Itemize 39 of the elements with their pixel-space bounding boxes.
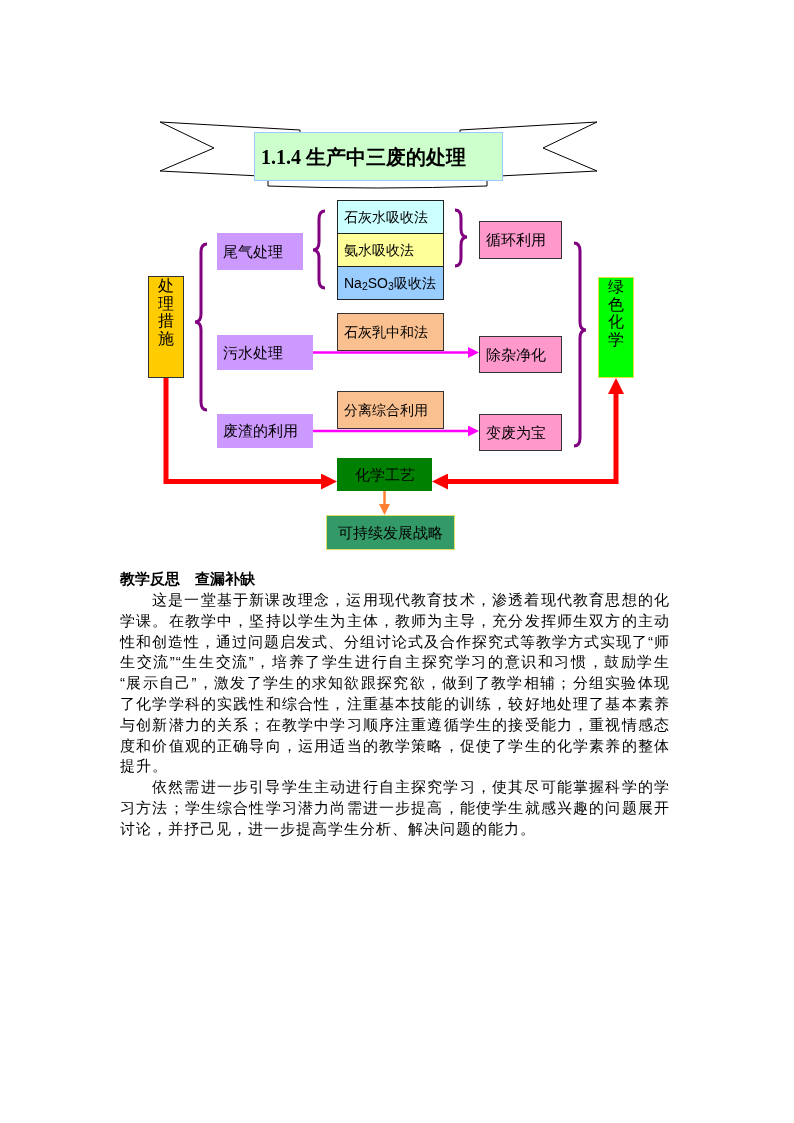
box-label: 石灰水吸收法 (344, 208, 428, 226)
result-box (479, 336, 562, 373)
category-box (217, 414, 313, 448)
section-heading: 教学反思 查漏补缺 (120, 569, 256, 589)
box-label: 污水处理 (223, 343, 283, 362)
box-label: 处理措施 (158, 277, 174, 348)
arrow (313, 347, 479, 358)
result-box (479, 414, 562, 451)
box-label: 变废为宝 (486, 423, 546, 442)
diagram-title: 1.1.4 生产中三废的处理 (254, 132, 503, 181)
category-box (217, 335, 313, 370)
method-box (337, 313, 444, 351)
box-label: 石灰乳中和法 (344, 323, 428, 341)
box-label: 废渣的利用 (223, 422, 298, 440)
goal-box (598, 277, 634, 378)
box-label: 除杂净化 (486, 345, 546, 364)
body-paragraph: 依然需进一步引导学生主动进行自主探究学习，使其尽可能掌握科学的学习方法；学生综合性学习潜力尚需进一步提高，能使学生就感兴趣的问题展开讨论，并抒己见，进一步提高学生分析、解决问题的能力。 (120, 777, 670, 839)
process-box (337, 458, 432, 491)
box-label: 氨水吸收法 (344, 241, 414, 259)
double-arrow (432, 378, 624, 490)
box-label: 循环利用 (486, 231, 546, 249)
method-box (337, 200, 444, 234)
arrow (313, 425, 479, 437)
box-label: 分离综合利用 (344, 401, 428, 419)
box-label: 化学工艺 (354, 465, 415, 484)
category-box (148, 276, 184, 378)
box-label: 绿色化学 (608, 278, 624, 349)
method-box (337, 391, 444, 429)
box-label: 可持续发展战略 (338, 523, 443, 542)
result-box (479, 221, 562, 259)
category-box (217, 233, 303, 270)
box-label: 尾气处理 (223, 242, 283, 261)
box-label: Na$_{2}$SO$_{3}$吸收法 (344, 274, 436, 292)
method-box (337, 233, 444, 267)
strategy-box (326, 515, 455, 550)
arrow (163, 378, 337, 490)
method-box (337, 266, 444, 300)
arrow (379, 491, 390, 515)
body-paragraph: 这是一堂基于新课改理念，运用现代教育技术，渗透着现代教育思想的化学课。在教学中，坚持以学生为主体，教师为主导，充分发挥师生双方的主动性和创造性，通过问题启发式、分组讨论式及合作探究式等教学方式实现了“师生交流”“生生交流”，培养了学生进行自主探究学习的意识和习惯，鼓励学生 “展示自己”，激发了学生的求知欲跟探究欲，做到了教学相辅；分组实验体现了化学学科的实践性和综合性，注重基本技能的训练，较好地处理了基本素养与创新潜力的关系；在教学中学习顺序注重遵循学生的接受能力，重视情感态度和价值观的正确导向，运用适当的教学策略，促使了学生的化学素养的整体提升。 (120, 590, 670, 777)
